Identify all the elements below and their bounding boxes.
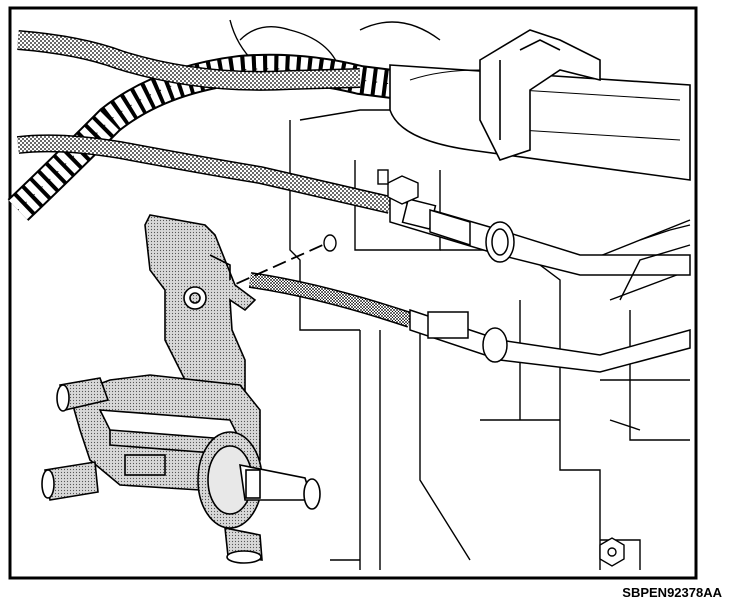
fuel-line-upper bbox=[389, 197, 691, 276]
brake-pipe-right bbox=[609, 224, 691, 431]
bolt-lower bbox=[599, 537, 625, 567]
hose-upper-left bbox=[17, 30, 361, 91]
vacuum-line-lower bbox=[409, 308, 691, 373]
purge-solenoid-valve bbox=[41, 214, 321, 564]
figure-code: SBPEN92378AA bbox=[622, 585, 722, 600]
mounting-bolt-upper bbox=[377, 169, 419, 205]
coolant-hose-upper-right bbox=[389, 64, 691, 181]
mounting-hole bbox=[323, 234, 337, 252]
hose-middle-left bbox=[16, 134, 393, 214]
vacuum-hose-lower bbox=[248, 272, 413, 328]
hose-clamp bbox=[479, 29, 601, 161]
diagram-border bbox=[8, 6, 698, 580]
